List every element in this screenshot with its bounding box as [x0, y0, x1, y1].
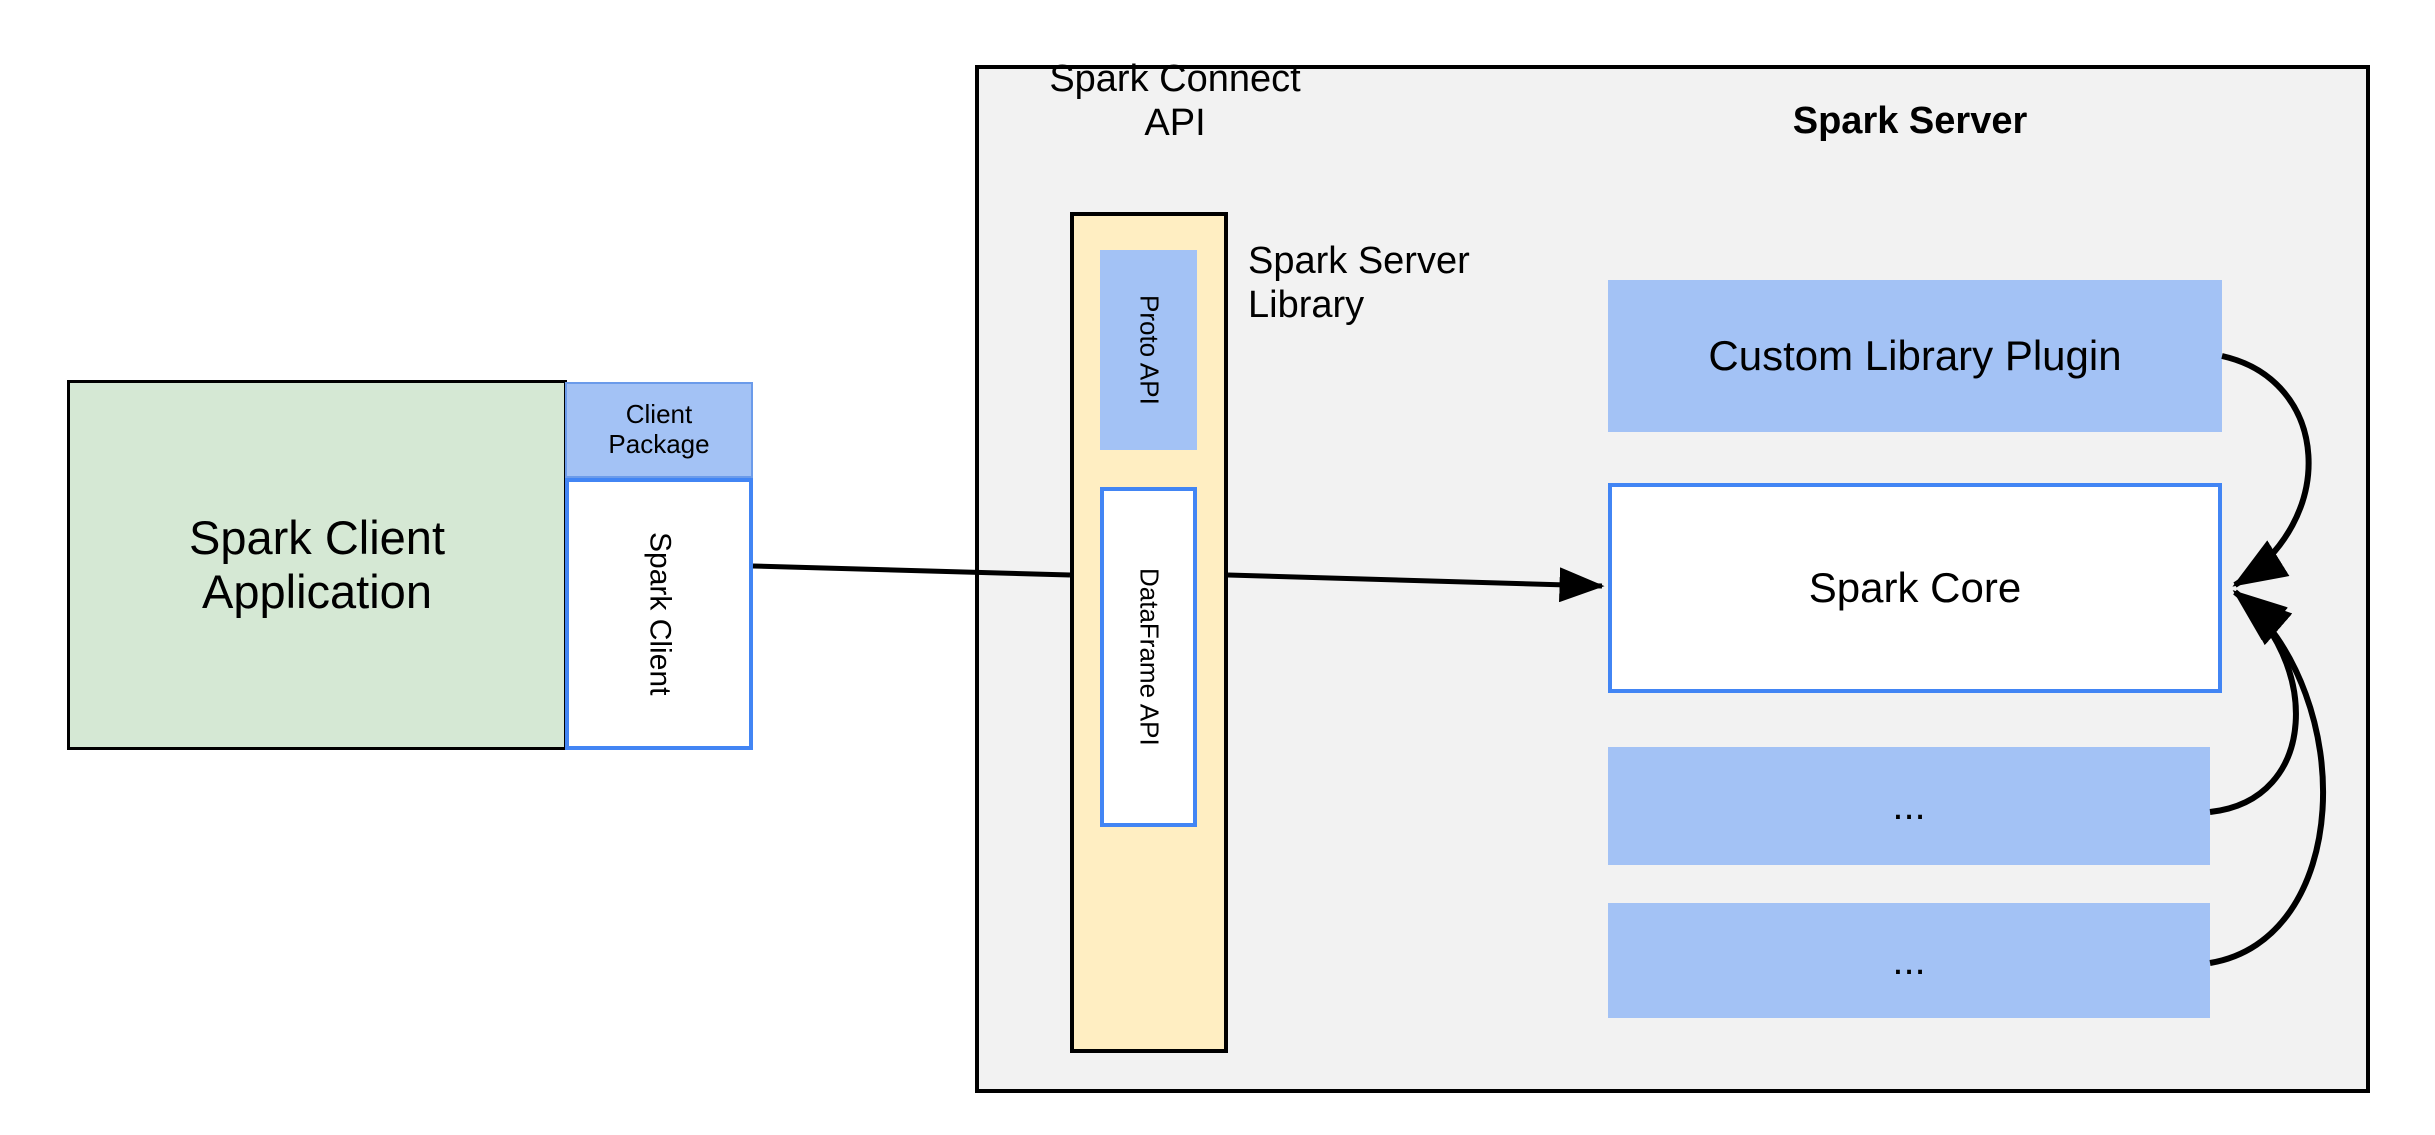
additional-plugin-label-2: ...	[1892, 938, 1926, 983]
spark-connect-api-label-line2: API	[1144, 101, 1206, 144]
spark-client-application-line1: Spark Client	[189, 510, 445, 564]
spark-client-box: Spark Client	[565, 478, 753, 750]
spark-client-label: Spark Client	[643, 532, 677, 696]
spark-server-library-label-line2: Library	[1248, 283, 1365, 326]
proto-api-label: Proto API	[1134, 295, 1165, 405]
spark-connect-api-label: Spark Connect API	[1010, 58, 1340, 168]
client-package-line1: Client	[625, 399, 693, 430]
spark-client-application-line2: Application	[202, 565, 432, 618]
additional-plugin-label-1: ...	[1892, 784, 1926, 828]
dataframe-api-box: DataFrame API	[1100, 487, 1197, 827]
spark-core-label: Spark Core	[1808, 563, 2022, 611]
dataframe-api-label: DataFrame API	[1134, 568, 1165, 746]
spark-server-library-label-line1: Spark Server	[1248, 240, 1470, 282]
custom-library-plugin-box: Custom Library Plugin	[1608, 280, 2222, 432]
spark-client-application-label: Spark Client Application	[175, 511, 459, 619]
spark-connect-api-label-line1: Spark Connect	[1049, 58, 1301, 100]
additional-plugin-box-1: ...	[1608, 747, 2210, 865]
spark-server-library-label: Spark Server Library	[1248, 240, 1578, 350]
spark-core-box: Spark Core	[1608, 483, 2222, 693]
additional-plugin-box-2: ...	[1608, 903, 2210, 1018]
spark-client-application-box: Spark Client Application	[67, 380, 567, 750]
custom-library-plugin-label: Custom Library Plugin	[1708, 331, 2122, 379]
spark-server-title: Spark Server	[1792, 100, 2028, 143]
client-package-line2: Package	[608, 429, 710, 459]
proto-api-box: Proto API	[1100, 250, 1197, 450]
client-package-box: Client Package	[565, 382, 753, 478]
client-package-label: Client Package	[608, 399, 710, 460]
